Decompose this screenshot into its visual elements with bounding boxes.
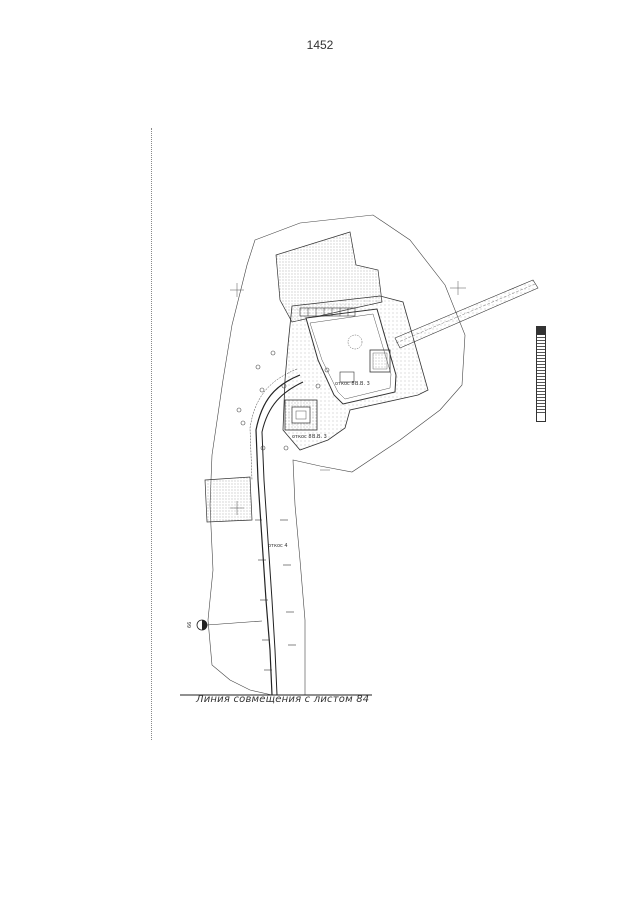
label-site-2: В.В. 3 [355, 381, 370, 387]
label-channel: откос 4 [268, 543, 288, 549]
label-marker: 66 [187, 622, 193, 628]
site-plan-drawing: откос 8 В.В. 3 откос 8 В.В. 3 откос 4 66 [180, 214, 539, 696]
label-site-4: В.В. 3 [312, 434, 327, 440]
page-number: 1452 [306, 38, 334, 52]
margin-line [151, 128, 152, 740]
left-pad [204, 476, 253, 523]
label-site-3: откос 8 [292, 434, 312, 440]
side-legend [536, 326, 546, 422]
access-road [394, 279, 539, 349]
label-site-1: откос 8 [335, 381, 355, 387]
inner-enclosure [305, 308, 397, 405]
match-line-caption: Линия совмещения с листом 84 [196, 694, 370, 705]
